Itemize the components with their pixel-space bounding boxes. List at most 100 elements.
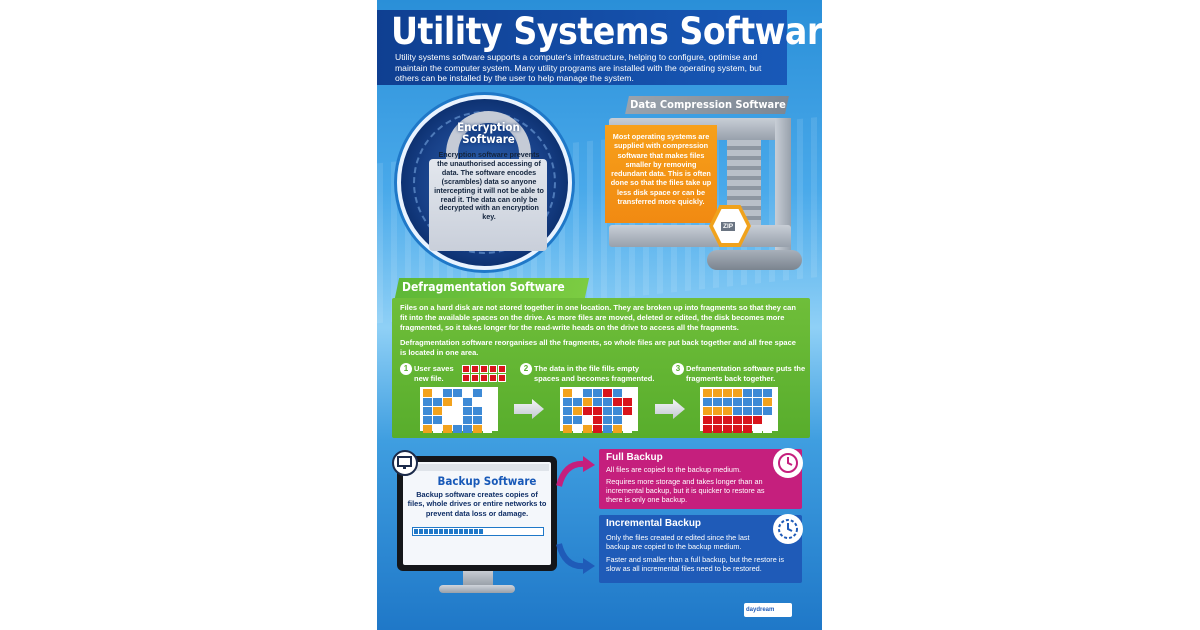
disk-block xyxy=(733,416,742,424)
disk-block xyxy=(423,407,432,415)
disk-block xyxy=(462,374,470,382)
disk-block xyxy=(443,398,452,406)
disk-block xyxy=(583,425,592,433)
disk-block xyxy=(583,398,592,406)
disk-block xyxy=(498,365,506,373)
disk-block xyxy=(563,416,572,424)
disk-block xyxy=(573,425,582,433)
disk-block xyxy=(473,389,482,397)
disk-block xyxy=(753,416,762,424)
disk-block xyxy=(423,398,432,406)
full-backup-box xyxy=(599,449,802,509)
backup-title: Backup Software xyxy=(437,474,537,488)
poster-title: Utility Systems Software xyxy=(391,10,822,53)
encryption-title: Encryption Software xyxy=(441,121,536,145)
disk-block xyxy=(583,416,592,424)
disk-block xyxy=(453,407,462,415)
disk-block xyxy=(613,416,622,424)
disk-block xyxy=(583,389,592,397)
disk-block xyxy=(471,374,479,382)
disk-block xyxy=(593,398,602,406)
disk-block xyxy=(433,407,442,415)
disk-block xyxy=(763,407,772,415)
incremental-backup-box xyxy=(599,515,802,583)
disk-block xyxy=(473,407,482,415)
step-2-number: 2 xyxy=(520,363,532,375)
disk-grid-2 xyxy=(560,387,638,433)
disk-block xyxy=(573,398,582,406)
curved-arrow-up-icon xyxy=(556,456,595,487)
incremental-backup-text-1: Only the files created or edited since t… xyxy=(606,533,750,552)
disk-block xyxy=(623,389,632,397)
disk-block xyxy=(471,365,479,373)
disk-block xyxy=(563,425,572,433)
disk-block xyxy=(593,389,602,397)
disk-block xyxy=(733,389,742,397)
disk-block xyxy=(613,398,622,406)
clamp-bottom xyxy=(609,225,791,247)
disk-block xyxy=(713,425,722,433)
monitor-neck xyxy=(463,571,493,585)
encryption-text: Encryption software prevents the unautho… xyxy=(434,150,544,222)
disk-block xyxy=(453,425,462,433)
full-backup-text-2: Requires more storage and takes longer t… xyxy=(606,477,765,505)
disk-block xyxy=(753,425,762,433)
disk-block xyxy=(763,389,772,397)
encryption-circle: Encryption Software Encryption software … xyxy=(397,95,572,270)
disk-block xyxy=(463,407,472,415)
disk-block xyxy=(443,416,452,424)
disk-block xyxy=(489,374,497,382)
disk-block xyxy=(603,398,612,406)
disk-block xyxy=(703,407,712,415)
disk-block xyxy=(593,407,602,415)
step-1-number: 1 xyxy=(400,363,412,375)
disk-block xyxy=(473,416,482,424)
disk-block xyxy=(613,425,622,433)
disk-block xyxy=(743,425,752,433)
clock-icon xyxy=(773,448,803,478)
disk-block xyxy=(433,389,442,397)
disk-block xyxy=(753,389,762,397)
incremental-backup-text-2: Faster and smaller than a full backup, b… xyxy=(606,555,785,574)
disk-block xyxy=(733,398,742,406)
publisher-logo: daydream xyxy=(744,603,792,617)
disk-block xyxy=(703,425,712,433)
disk-block xyxy=(753,398,762,406)
full-backup-title: Full Backup xyxy=(606,452,663,463)
disk-block xyxy=(423,425,432,433)
intro-text: Utility systems software supports a comp… xyxy=(395,52,762,84)
disk-block xyxy=(489,365,497,373)
timer-icon xyxy=(773,514,803,544)
disk-block xyxy=(480,365,488,373)
disk-block xyxy=(623,425,632,433)
disk-block xyxy=(573,389,582,397)
encryption-title-line1: Encryption xyxy=(457,120,520,134)
disk-grid-1 xyxy=(420,387,498,433)
disk-block xyxy=(453,416,462,424)
curved-arrow-down-icon xyxy=(556,543,595,574)
disk-block xyxy=(573,407,582,415)
disk-block xyxy=(433,425,442,433)
clamp-foot xyxy=(707,250,802,270)
disk-block xyxy=(453,398,462,406)
backup-progress-fill xyxy=(414,529,485,534)
disk-block xyxy=(723,398,732,406)
disk-block xyxy=(463,416,472,424)
arrow-right-icon xyxy=(514,399,544,419)
disk-block xyxy=(623,398,632,406)
disk-block xyxy=(423,389,432,397)
backup-text: Backup software creates copies of files,… xyxy=(407,490,547,518)
new-file-blocks xyxy=(462,365,506,383)
disk-block xyxy=(723,425,732,433)
disk-block xyxy=(483,389,492,397)
monitor-base xyxy=(439,585,515,593)
disk-block xyxy=(613,389,622,397)
disk-block xyxy=(613,407,622,415)
disk-block xyxy=(723,416,732,424)
disk-block xyxy=(623,416,632,424)
disk-block xyxy=(763,425,772,433)
disk-block xyxy=(723,389,732,397)
defrag-title: Defragmentation Software xyxy=(402,280,565,294)
disk-block xyxy=(583,407,592,415)
disk-block xyxy=(603,416,612,424)
